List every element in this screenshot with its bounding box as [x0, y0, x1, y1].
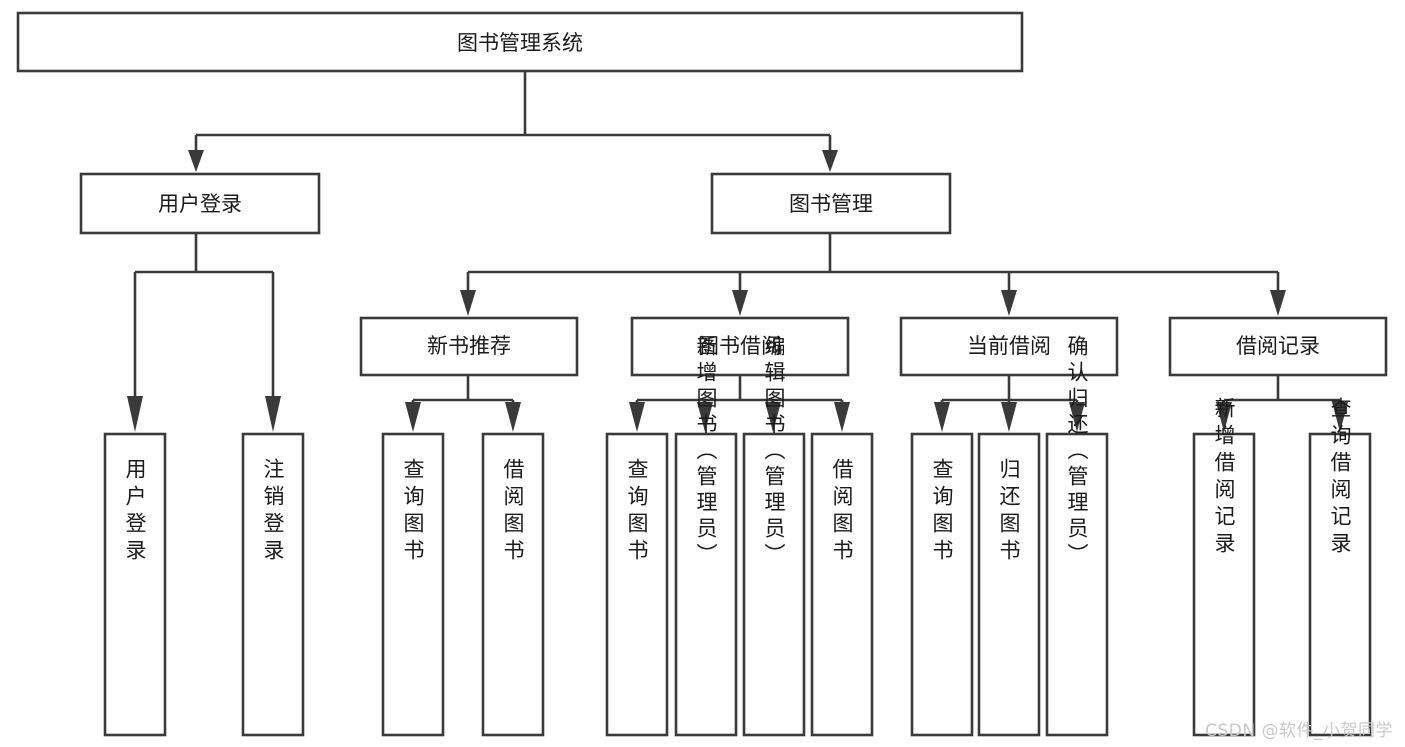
arrow-leaf-add-record — [1216, 402, 1232, 432]
leaf-return-book-current-label: 归还图书 — [997, 458, 1021, 566]
leaf-edit-book-admin[interactable]: 编辑图书（管理员） — [742, 335, 806, 737]
node-user-login[interactable]: 用户登录 — [79, 172, 321, 235]
node-book-management-box[interactable] — [710, 172, 952, 235]
node-root-box[interactable] — [16, 11, 1024, 73]
node-current-borrow[interactable]: 当前借阅 — [899, 316, 1119, 377]
node-borrow-record-label: 借阅记录 — [1236, 334, 1320, 358]
leaf-confirm-return-admin-box[interactable] — [1045, 432, 1109, 737]
leaf-return-book-current[interactable]: 归还图书 — [977, 432, 1041, 737]
arrow-leaf-query-book-bb — [629, 402, 645, 432]
arrow-to-book-borrow — [732, 290, 748, 316]
leaf-query-book-recommend-label: 查询图书 — [401, 458, 425, 566]
leaf-add-borrow-record-label: 新增借阅记录 — [1212, 397, 1236, 559]
node-new-book-recommend-label: 新书推荐 — [427, 334, 511, 358]
leaf-query-book-borrow-box[interactable] — [605, 432, 669, 737]
arrow-leaf-logout-login — [265, 396, 281, 432]
arrow-leaf-edit-book-bb — [765, 402, 781, 432]
leaf-user-login-label: 用户登录 — [123, 458, 147, 566]
leaf-add-book-admin-label: 新增图书（管理员） — [694, 335, 718, 569]
arrow-leaf-add-book-bb — [697, 402, 713, 432]
leaf-borrow-book-recommend-box[interactable] — [481, 432, 545, 737]
leaf-add-book-admin[interactable]: 新增图书（管理员） — [674, 335, 738, 737]
arrow-leaf-query-book-cb — [934, 402, 950, 432]
node-book-borrow[interactable]: 图书借阅 — [630, 316, 850, 377]
leaf-user-login[interactable]: 用户登录 — [103, 432, 167, 737]
node-borrow-record-box[interactable] — [1168, 316, 1388, 377]
arrow-to-borrow-record — [1270, 290, 1286, 316]
leaf-edit-book-admin-label: 编辑图书（管理员） — [762, 335, 786, 569]
node-new-book-recommend[interactable]: 新书推荐 — [359, 316, 579, 377]
arrow-leaf-query-record — [1332, 402, 1348, 432]
leaf-user-login-box[interactable] — [103, 432, 167, 737]
leaf-query-book-recommend-box[interactable] — [381, 432, 445, 737]
node-borrow-record[interactable]: 借阅记录 — [1168, 316, 1388, 377]
leaf-query-borrow-record-label: 查询借阅记录 — [1328, 397, 1352, 559]
leaf-query-borrow-record[interactable]: 查询借阅记录 — [1308, 397, 1372, 737]
node-book-management-label: 图书管理 — [789, 192, 873, 216]
leaf-query-book-current-box[interactable] — [910, 432, 974, 737]
leaf-edit-book-admin-box[interactable] — [742, 432, 806, 737]
arrow-to-book-mgmt — [822, 150, 838, 172]
arrow-leaf-query-book-nb — [405, 402, 421, 432]
node-user-login-box[interactable] — [79, 172, 321, 235]
leaf-borrow-book-borrow-label: 借阅图书 — [830, 458, 854, 566]
csdn-watermark: CSDN @软件_小贺同学 — [1205, 721, 1393, 741]
arrow-leaf-return-book-cb — [1001, 402, 1017, 432]
arrow-leaf-borrow-book-bb — [834, 402, 850, 432]
node-new-book-recommend-box[interactable] — [359, 316, 579, 377]
node-book-borrow-box[interactable] — [630, 316, 850, 377]
leaf-borrow-book-recommend-label: 借阅图书 — [501, 458, 525, 566]
leaf-confirm-return-admin-label: 确认归还（管理员） — [1065, 335, 1089, 569]
leaf-query-book-borrow-label: 查询图书 — [625, 458, 649, 566]
leaf-query-book-borrow[interactable]: 查询图书 — [605, 432, 669, 737]
arrow-leaf-user-login — [127, 396, 143, 432]
leaf-borrow-book-recommend[interactable]: 借阅图书 — [481, 432, 545, 737]
leaf-borrow-book-borrow[interactable]: 借阅图书 — [810, 432, 874, 737]
node-current-borrow-box[interactable] — [899, 316, 1119, 377]
leaf-query-book-current-label: 查询图书 — [930, 458, 954, 566]
node-root-label: 图书管理系统 — [457, 31, 583, 55]
arrow-leaf-confirm-return-cb — [1069, 402, 1085, 432]
leaf-add-borrow-record-box[interactable] — [1192, 432, 1256, 737]
arrow-to-user-login — [188, 150, 204, 172]
arrow-to-new-book-recommend — [460, 290, 476, 316]
arrow-leaf-borrow-book-nb — [505, 402, 521, 432]
leaf-return-book-current-box[interactable] — [977, 432, 1041, 737]
leaf-logout-login-box[interactable] — [241, 432, 305, 737]
leaf-logout-login-label: 注销登录 — [261, 458, 285, 566]
arrow-to-current-borrow — [1001, 290, 1017, 316]
connector-layer — [127, 71, 1348, 432]
leaf-query-book-current[interactable]: 查询图书 — [910, 432, 974, 737]
leaf-logout-login[interactable]: 注销登录 — [241, 432, 305, 737]
leaf-borrow-book-borrow-box[interactable] — [810, 432, 874, 737]
node-current-borrow-label: 当前借阅 — [967, 334, 1051, 358]
node-root[interactable]: 图书管理系统 — [16, 11, 1024, 73]
node-book-borrow-label: 图书借阅 — [698, 334, 782, 358]
leaf-query-book-recommend[interactable]: 查询图书 — [381, 432, 445, 737]
leaf-confirm-return-admin[interactable]: 确认归还（管理员） — [1045, 335, 1109, 737]
leaf-add-book-admin-box[interactable] — [674, 432, 738, 737]
node-book-management[interactable]: 图书管理 — [710, 172, 952, 235]
leaf-query-borrow-record-box[interactable] — [1308, 432, 1372, 737]
node-user-login-label: 用户登录 — [158, 192, 242, 216]
leaf-add-borrow-record[interactable]: 新增借阅记录 — [1192, 397, 1256, 737]
